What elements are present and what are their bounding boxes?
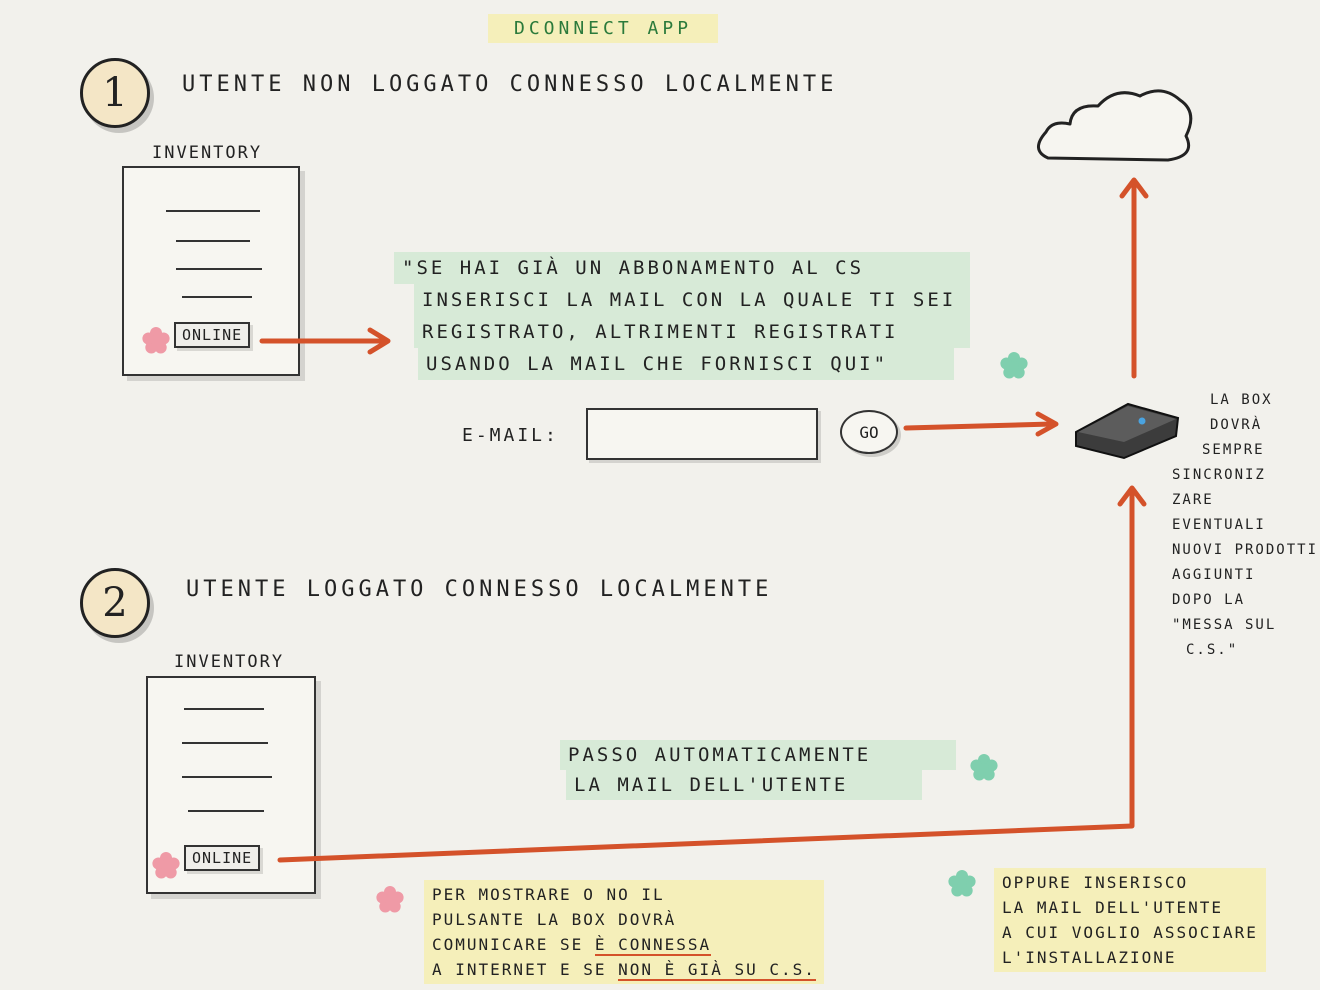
flower-icon <box>948 352 1028 897</box>
inventory-2-label: INVENTORY <box>174 652 285 672</box>
pink-note-underlined-not-on-cs: NON È GIÀ SU C.S. <box>618 960 816 981</box>
go-button[interactable]: GO <box>840 410 898 454</box>
green-note-line-3: A CUI VOGLIO ASSOCIARE <box>1002 923 1258 942</box>
online-button-1[interactable]: ONLINE <box>174 322 251 348</box>
step-1-circle: 1 <box>80 58 150 128</box>
step-1-number: 1 <box>102 70 128 116</box>
quote-line-2: INSERISCI LA MAIL CON LA QUALE TI SEI <box>414 284 970 316</box>
pink-note-line-4: A INTERNET E SE NON È GIÀ SU C.S. <box>432 957 816 982</box>
email-label: E-MAIL: <box>462 425 559 446</box>
box-note-line: SEMPRE <box>1202 442 1265 458</box>
box-note-line: DOPO LA <box>1172 592 1246 608</box>
arrow-online-to-box <box>277 491 1135 863</box>
go-button-label: GO <box>859 422 879 442</box>
quote-line-1: "SE HAI GIÀ UN ABBONAMENTO AL CS <box>394 252 970 284</box>
pink-note-line-4-text: A INTERNET E SE <box>432 960 619 979</box>
box-note-line: AGGIUNTI <box>1172 567 1256 583</box>
green-note-line-1: OPPURE INSERISCO <box>1002 873 1189 892</box>
auto-pass-note: PASSO AUTOMATICAMENTE LA MAIL DELL'UTENT… <box>560 740 956 800</box>
online-button-2[interactable]: ONLINE <box>184 845 261 871</box>
arrow-go-to-box <box>903 421 1055 431</box>
pink-note-underlined-connected: È CONNESSA <box>594 935 712 956</box>
box-note-line: EVENTUALI <box>1172 517 1266 533</box>
box-note-line: DOVRÀ <box>1210 417 1263 433</box>
green-note-line-2: LA MAIL DELL'UTENTE <box>1002 898 1224 917</box>
pink-note-line-3: COMUNICARE SE È CONNESSA <box>432 932 816 957</box>
inventory-1-label: INVENTORY <box>152 143 263 163</box>
auto-line-2: LA MAIL DELL'UTENTE <box>566 770 922 800</box>
box-note-line: NUOVI PRODOTTI <box>1172 542 1319 558</box>
box-note-line: "MESSA SUL <box>1172 617 1277 633</box>
green-note: OPPURE INSERISCO LA MAIL DELL'UTENTE A C… <box>994 868 1266 972</box>
pink-note: PER MOSTRARE O NO IL PULSANTE LA BOX DOV… <box>424 880 824 984</box>
pink-note-line-3-text: COMUNICARE SE <box>432 935 595 954</box>
step-2-circle: 2 <box>80 568 150 638</box>
pink-note-line-2: PULSANTE LA BOX DOVRÀ <box>432 910 677 929</box>
section-2-heading: UTENTE LOGGATO CONNESSO LOCALMENTE <box>186 577 773 602</box>
cloud-label: C.S. <box>1088 120 1168 153</box>
section-1-heading: UTENTE NON LOGGATO CONNESSO LOCALMENTE <box>182 72 838 97</box>
router-box-icon <box>1075 402 1180 460</box>
quote-line-4: USANDO LA MAIL CHE FORNISCI QUI" <box>418 348 954 380</box>
box-note: LA BOX DOVRÀ SEMPRE SINCRONIZ ZARE EVENT… <box>1172 388 1318 663</box>
box-note-line: SINCRONIZ <box>1172 467 1266 483</box>
quote-line-3: REGISTRATO, ALTRIMENTI REGISTRATI <box>414 316 970 348</box>
green-note-line-4: L'INSTALLAZIONE <box>1002 948 1177 967</box>
email-input[interactable] <box>586 408 818 460</box>
auto-line-1: PASSO AUTOMATICAMENTE <box>560 740 956 770</box>
box-note-line: LA BOX <box>1210 392 1273 408</box>
pink-note-line-1: PER MOSTRARE O NO IL <box>432 885 665 904</box>
app-title: DCONNECT APP <box>488 14 719 43</box>
box-note-line: ZARE <box>1172 492 1214 508</box>
step-2-number: 2 <box>102 580 128 626</box>
box-note-line: C.S." <box>1186 642 1239 658</box>
quote-block: "SE HAI GIÀ UN ABBONAMENTO AL CS INSERIS… <box>394 252 970 380</box>
